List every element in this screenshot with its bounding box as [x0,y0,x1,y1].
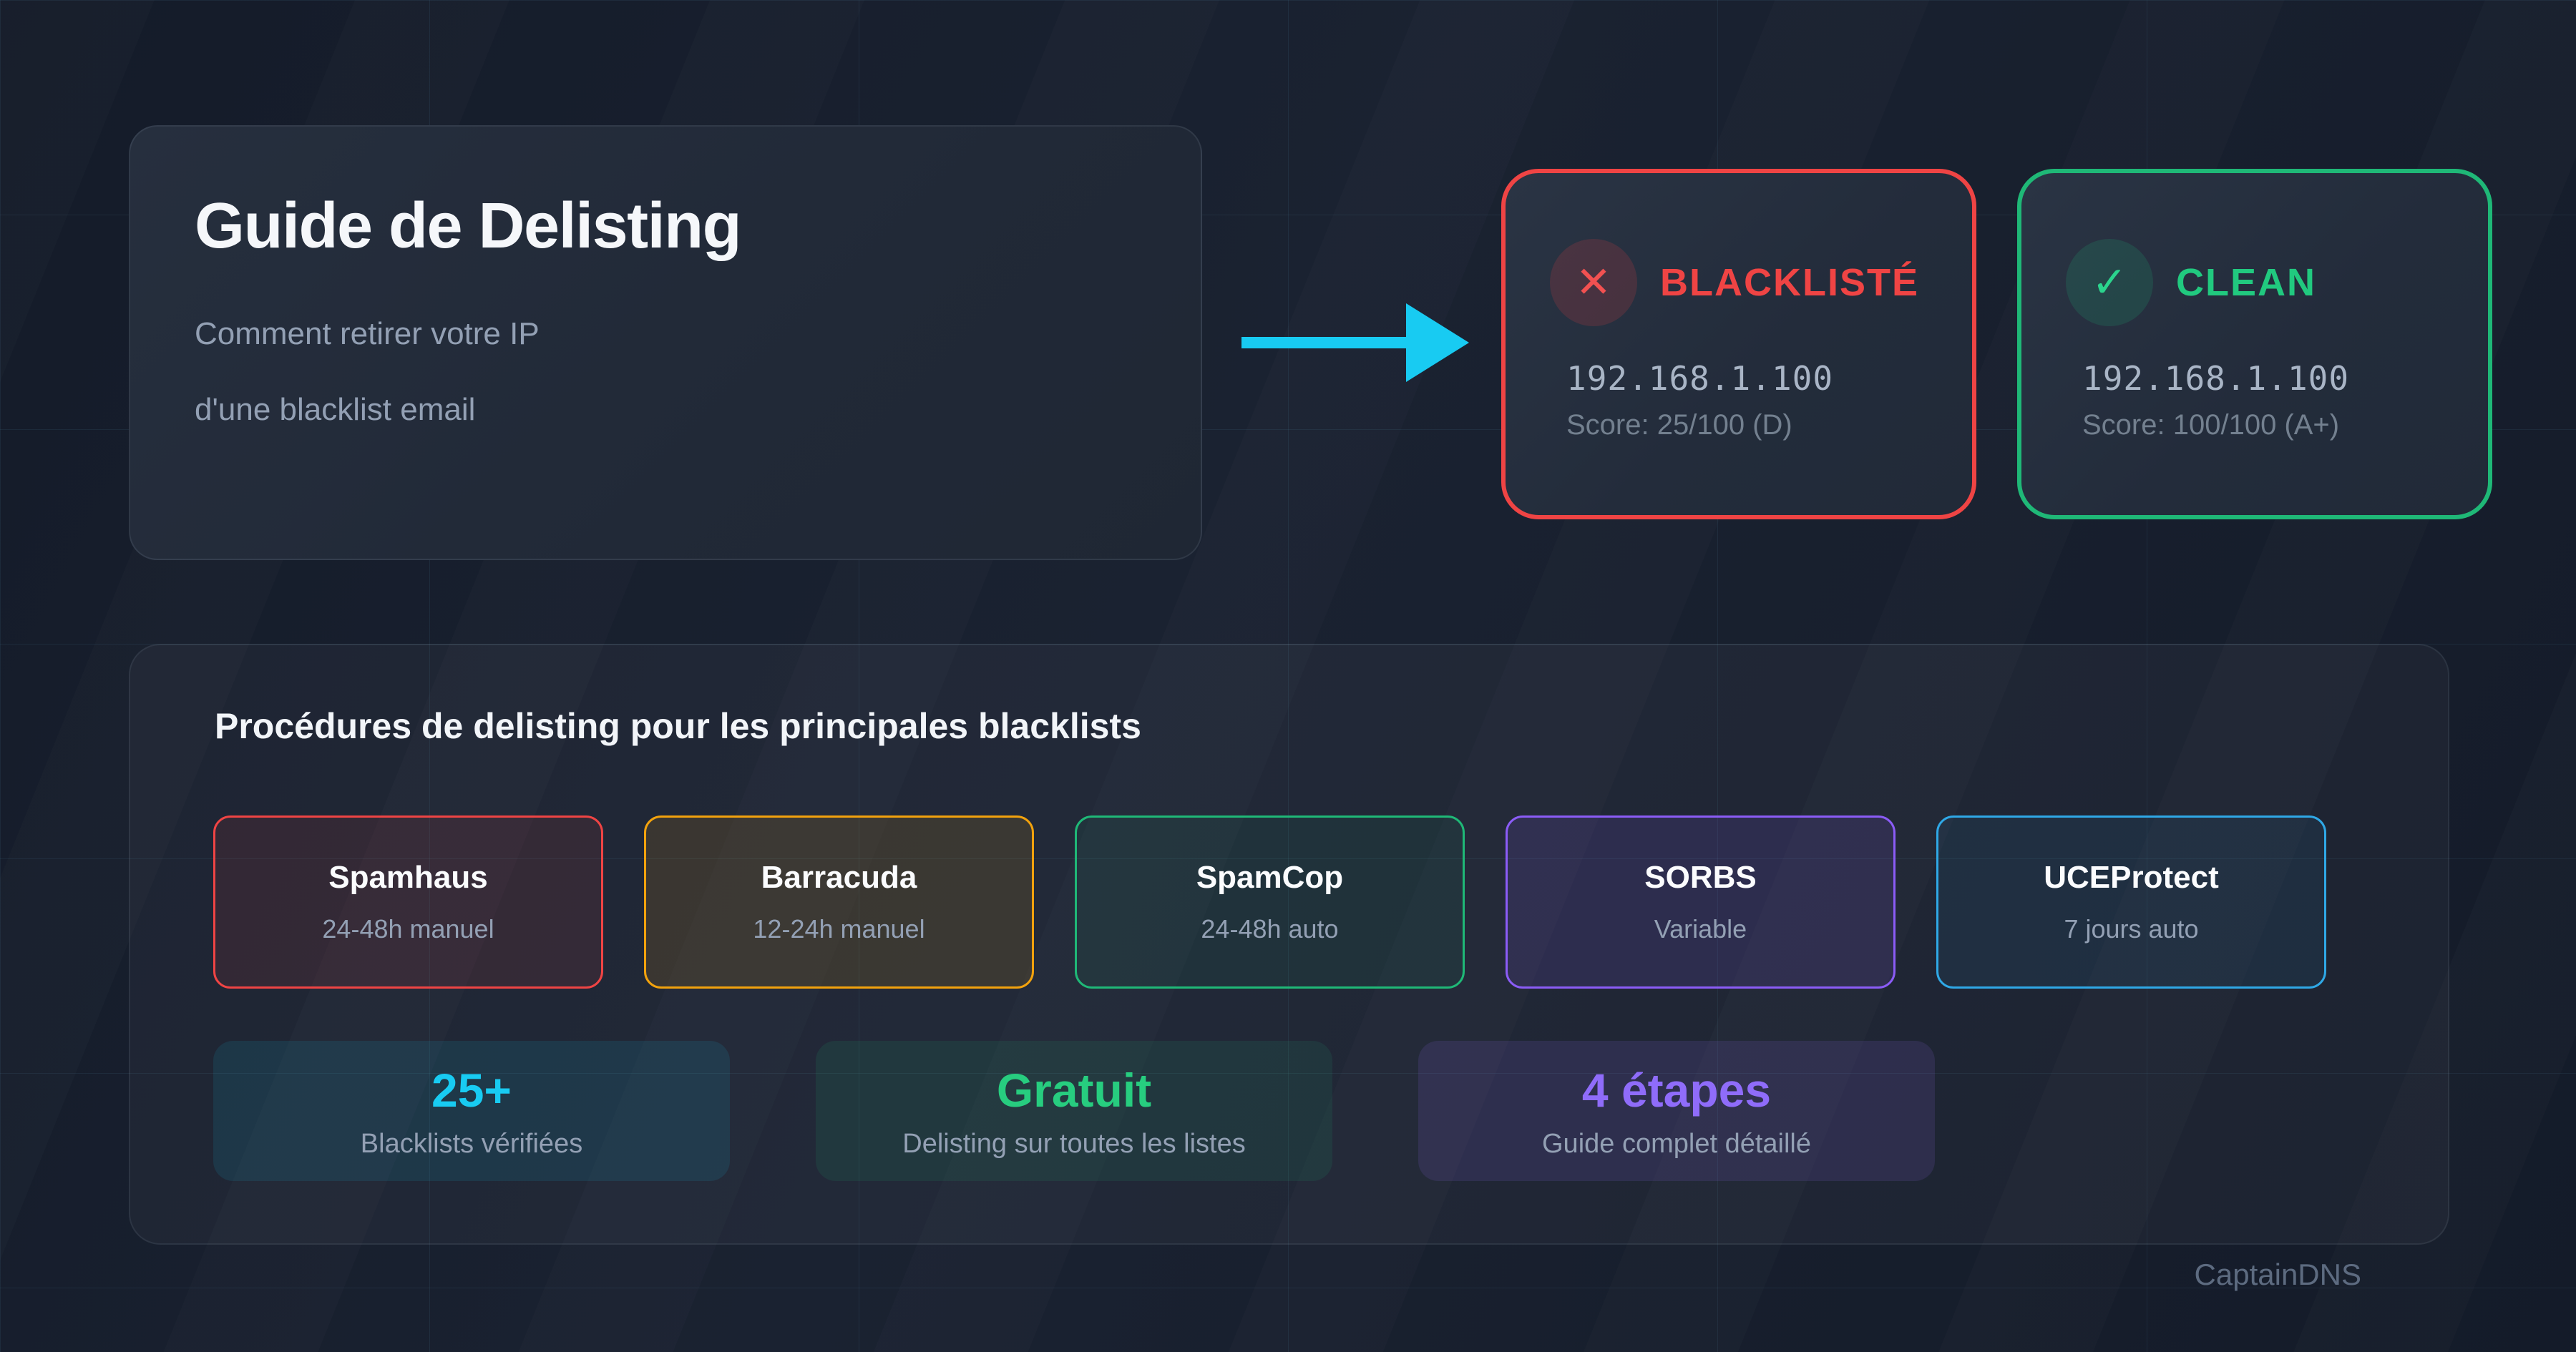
blacklist-card-spamhaus: Spamhaus 24-48h manuel [213,815,603,989]
blacklist-delay: 12-24h manuel [753,914,925,944]
blacklist-delay: Variable [1654,914,1747,944]
blacklist-name: UCEProtect [2044,860,2219,895]
brand-watermark: CaptainDNS [2194,1258,2361,1291]
status-label-blacklisted: BLACKLISTÉ [1660,261,1919,304]
blacklist-name: Barracuda [761,860,917,895]
score-text: Score: 25/100 (D) [1566,409,1792,441]
stat-label: Delisting sur toutes les listes [902,1128,1246,1159]
status-card-blacklisted: ✕ BLACKLISTÉ 192.168.1.100 Score: 25/100… [1501,169,1976,519]
subtitle-line-1: Comment retirer votre IP [195,316,540,351]
stat-label: Guide complet détaillé [1542,1128,1811,1159]
check-icon: ✓ [2066,239,2153,326]
subtitle-line-2: d'une blacklist email [195,391,476,427]
score-text: Score: 100/100 (A+) [2082,409,2340,441]
blacklist-delay: 24-48h manuel [322,914,494,944]
blacklist-delay: 7 jours auto [2064,914,2199,944]
stat-box-steps: 4 étapes Guide complet détaillé [1418,1041,1935,1181]
ip-address: 192.168.1.100 [1566,359,1834,398]
arrow-right-icon [1241,303,1469,382]
stat-box-blacklists-count: 25+ Blacklists vérifiées [213,1041,730,1181]
page-title: Guide de Delisting [195,190,742,262]
status-card-clean: ✓ CLEAN 192.168.1.100 Score: 100/100 (A+… [2017,169,2492,519]
status-header: ✕ BLACKLISTÉ [1550,239,1972,326]
status-header: ✓ CLEAN [2066,239,2488,326]
blacklist-delay: 24-48h auto [1201,914,1339,944]
status-label-clean: CLEAN [2176,261,2316,304]
stat-box-free: Gratuit Delisting sur toutes les listes [816,1041,1332,1181]
blacklist-name: SORBS [1644,860,1757,895]
section-title: Procédures de delisting pour les princip… [215,706,1141,746]
blacklist-card-barracuda: Barracuda 12-24h manuel [644,815,1034,989]
stat-value: 4 étapes [1581,1063,1772,1117]
stat-value: 25+ [431,1063,512,1117]
hero-title-card: Guide de Delisting Comment retirer votre… [129,125,1202,560]
page-subtitle: Comment retirer votre IP d'une blacklist… [195,296,1136,447]
blacklist-card-sorbs: SORBS Variable [1506,815,1896,989]
x-icon: ✕ [1550,239,1637,326]
procedures-section-card: Procédures de delisting pour les princip… [129,644,2449,1245]
check-icon-glyph: ✓ [2091,258,2128,306]
stat-value: Gratuit [996,1063,1152,1117]
ip-address: 192.168.1.100 [2082,359,2350,398]
x-icon-glyph: ✕ [1575,258,1612,306]
stat-label: Blacklists vérifiées [360,1128,583,1159]
blacklist-name: Spamhaus [328,860,488,895]
blacklist-card-spamcop: SpamCop 24-48h auto [1075,815,1465,989]
stats-row: 25+ Blacklists vérifiées Gratuit Delisti… [213,1041,1935,1181]
blacklist-cards-row: Spamhaus 24-48h manuel Barracuda 12-24h … [213,815,2326,989]
blacklist-card-uceprotect: UCEProtect 7 jours auto [1936,815,2326,989]
blacklist-name: SpamCop [1196,860,1344,895]
